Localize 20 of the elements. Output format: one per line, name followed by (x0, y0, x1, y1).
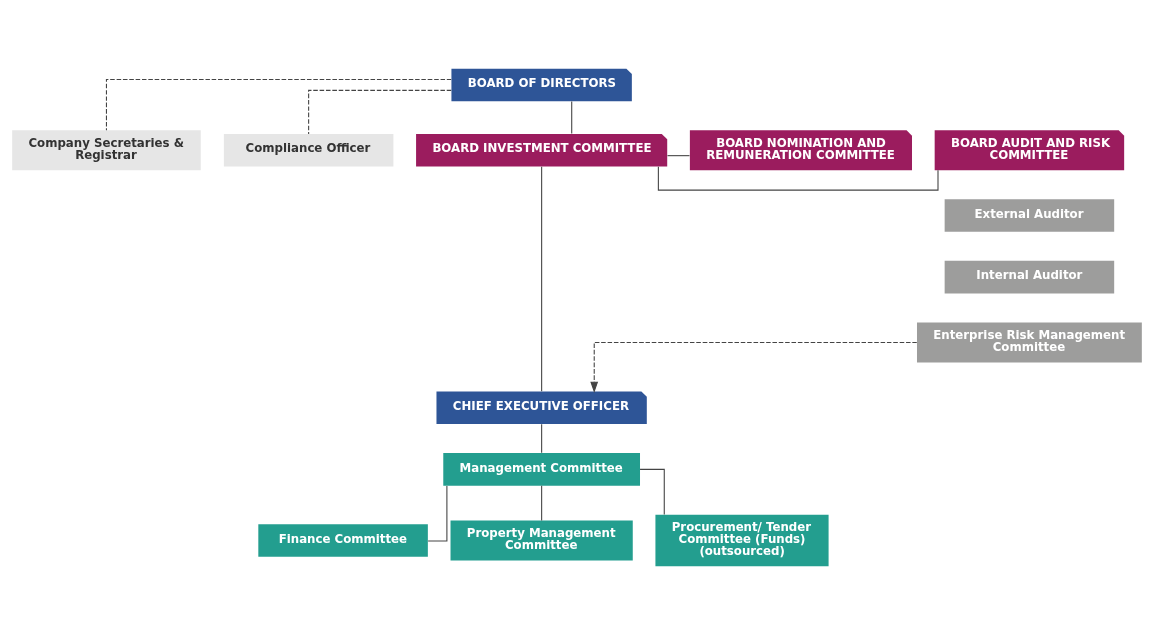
node-box: Compliance Officer (223, 133, 394, 167)
arrow (590, 341, 918, 393)
connector (541, 423, 543, 454)
connector (639, 468, 665, 515)
node-box: Internal Auditor (944, 260, 1115, 294)
node-box: Company Secretaries & Registrar (12, 130, 201, 171)
node-box: Management Committee (443, 453, 640, 486)
connector (308, 89, 452, 135)
connector (105, 78, 452, 131)
node-box: Enterprise Risk Management Committee (917, 322, 1142, 363)
node-box: Procurement/ Tender Committee (Funds) (outsourced) (655, 514, 829, 567)
connector (666, 155, 691, 157)
connector (571, 100, 573, 135)
connector (541, 485, 543, 522)
node-box: Property Management Committee (450, 520, 633, 561)
node-box: External Auditor (944, 199, 1115, 232)
connector (541, 166, 543, 392)
connector (657, 166, 939, 191)
node-box: Finance Committee (258, 524, 428, 557)
connector (427, 485, 448, 542)
